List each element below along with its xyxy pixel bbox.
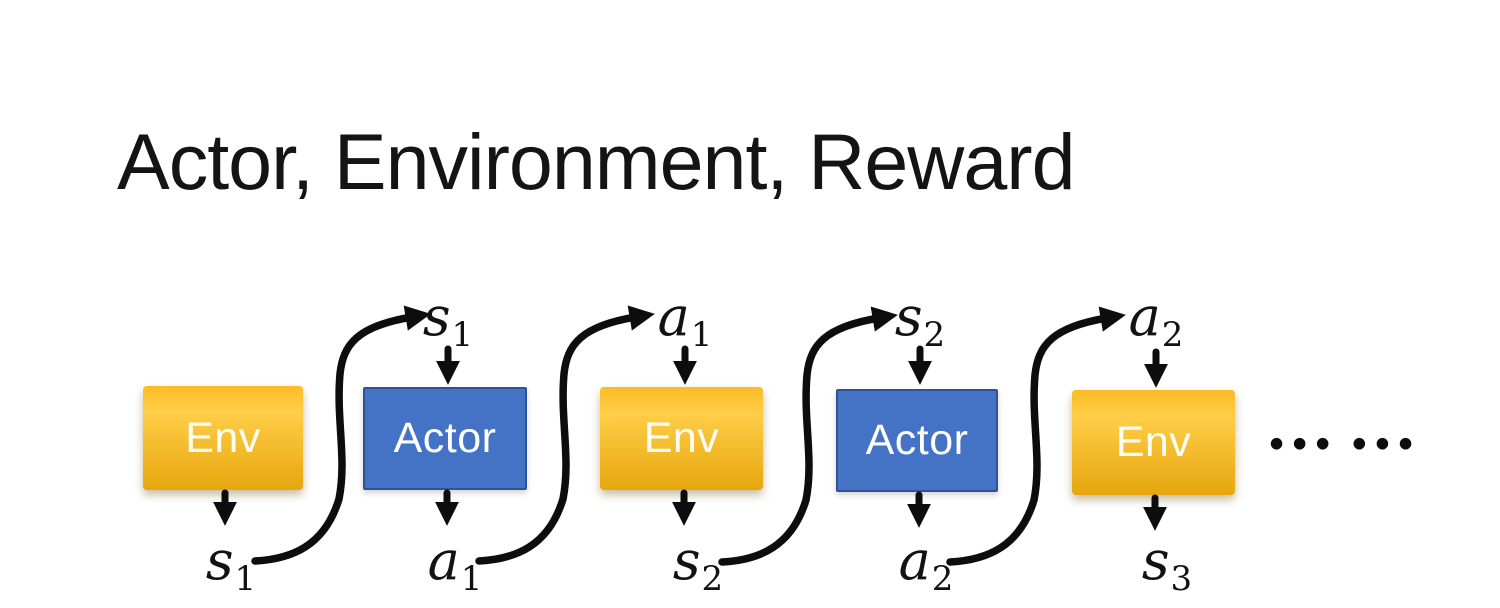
top-label-a1: a1: [658, 290, 713, 353]
math-sub: 2: [923, 315, 946, 355]
bottom-label-s3: s3: [1142, 534, 1192, 597]
bottom-label-s2: s2: [673, 534, 723, 597]
env-box-2: Env: [600, 387, 763, 490]
math-sub: 2: [931, 559, 954, 599]
env-box-3: Env: [1072, 390, 1235, 495]
actor-box-2: Actor: [836, 389, 998, 492]
math-base: s: [205, 529, 234, 592]
actor-box-1: Actor: [363, 387, 527, 490]
top-label-s1: s1: [423, 290, 473, 353]
math-base: s: [422, 285, 451, 348]
env-box-3-label: Env: [1115, 418, 1192, 466]
math-base: a: [1128, 285, 1161, 348]
math-base: s: [672, 529, 701, 592]
env-box-1: Env: [143, 386, 303, 490]
math-sub: 3: [1170, 559, 1193, 599]
math-sub: 1: [451, 315, 474, 355]
env-box-2-label: Env: [643, 414, 720, 462]
actor-box-2-label: Actor: [865, 416, 969, 464]
bottom-label-a1: a1: [428, 534, 483, 597]
math-base: s: [894, 285, 923, 348]
continuation-dots: ••• •••: [1266, 425, 1419, 464]
math-sub: 2: [701, 559, 724, 599]
math-base: a: [898, 529, 931, 592]
bottom-label-s1: s1: [206, 534, 256, 597]
top-label-s2: s2: [895, 290, 945, 353]
math-sub: 1: [460, 559, 483, 599]
math-sub: 1: [690, 315, 713, 355]
math-base: a: [657, 285, 690, 348]
slide-title: Actor, Environment, Reward: [117, 117, 1076, 206]
math-base: a: [427, 529, 460, 592]
math-base: s: [1141, 529, 1170, 592]
env-box-1-label: Env: [185, 413, 261, 462]
top-label-a2: a2: [1129, 290, 1184, 353]
bottom-label-a2: a2: [899, 534, 954, 597]
math-sub: 2: [1161, 315, 1184, 355]
actor-box-1-label: Actor: [393, 414, 497, 462]
math-sub: 1: [234, 559, 257, 599]
